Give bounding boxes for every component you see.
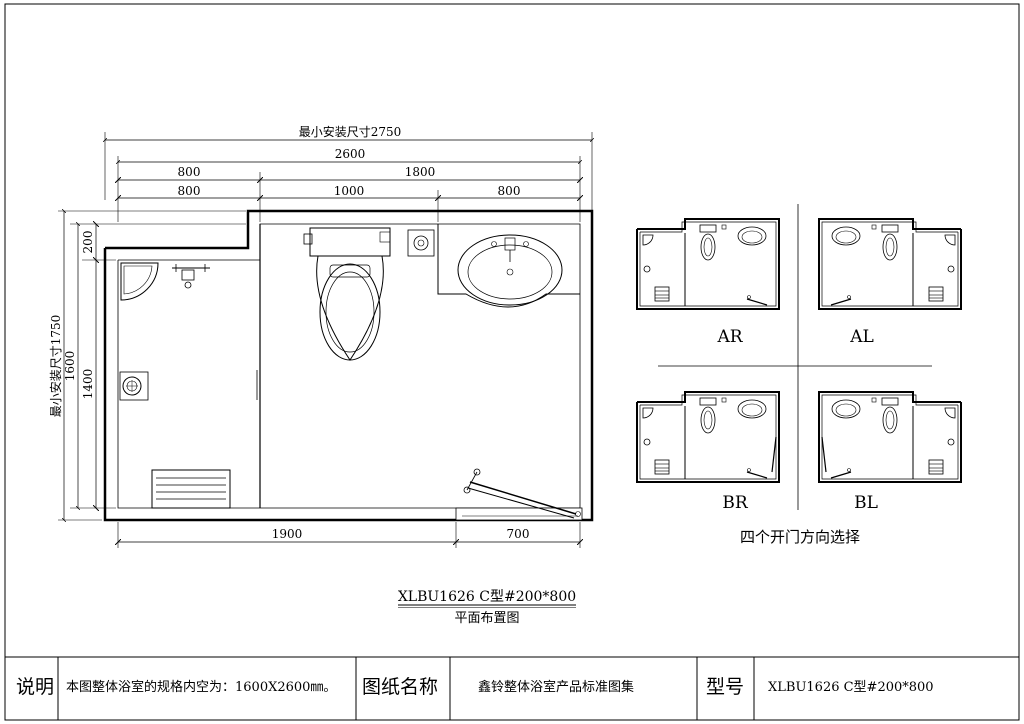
- variant-label-br: BR: [722, 493, 748, 513]
- shower-mixer: [172, 264, 210, 289]
- variant-plan-ar: [636, 218, 780, 310]
- floor-plan: [103, 209, 594, 522]
- door: [455, 468, 583, 521]
- dim-row3-right: 800: [498, 184, 521, 198]
- shower-seat: [151, 469, 231, 509]
- toilet: [303, 227, 391, 361]
- plan-subtitle: 平面布置图: [454, 611, 519, 626]
- variant-caption: 四个开门方向选择: [740, 528, 860, 546]
- dim-top-right: 1800: [405, 165, 436, 179]
- outer-wall: [103, 209, 594, 522]
- variant-plan-al: [818, 218, 962, 310]
- dim-row3-left: 800: [178, 184, 201, 198]
- model-value: XLBU1626 C型#200*800: [768, 680, 934, 695]
- dim-top-left: 800: [178, 165, 201, 179]
- note-text: 本图整体浴室的规格内空为：1600X2600㎜。: [66, 679, 336, 695]
- variant-cross-lines: [658, 204, 932, 510]
- inner-wall: [117, 223, 581, 509]
- dim-depth-1600: 1600: [63, 351, 77, 382]
- variant-label-ar: AR: [716, 327, 743, 347]
- dimension-lines: [58, 132, 592, 548]
- model-title: XLBU1626 C型#200*800: [398, 589, 576, 605]
- washbasin: [437, 224, 580, 308]
- dim-min-install-depth: 最小安装尺寸1750: [48, 315, 63, 418]
- variant-plan-bl: [818, 391, 962, 483]
- dim-depth-1400: 1400: [81, 369, 95, 400]
- corner-shelf: [120, 262, 159, 301]
- dim-overall-width: 2600: [335, 147, 366, 161]
- variant-label-al: AL: [849, 327, 874, 347]
- model-label: 型号: [706, 676, 744, 698]
- dim-row3-mid: 1000: [334, 184, 365, 198]
- dim-depth-200: 200: [81, 231, 95, 254]
- sheet-border: [4, 3, 1020, 721]
- drawing-name-label: 图纸名称: [362, 676, 438, 698]
- dim-bottom-1900: 1900: [272, 527, 303, 541]
- variant-plan-br: [636, 391, 780, 483]
- variant-label-bl: BL: [854, 493, 878, 513]
- note-label: 说明: [16, 676, 54, 698]
- dim-min-install-width: 最小安装尺寸2750: [299, 124, 402, 139]
- drawing-name: 鑫铃整体浴室产品标准图集: [478, 679, 634, 695]
- floor-drain-small: [407, 229, 435, 257]
- floor-drain: [119, 371, 149, 401]
- dim-bottom-700: 700: [507, 527, 530, 541]
